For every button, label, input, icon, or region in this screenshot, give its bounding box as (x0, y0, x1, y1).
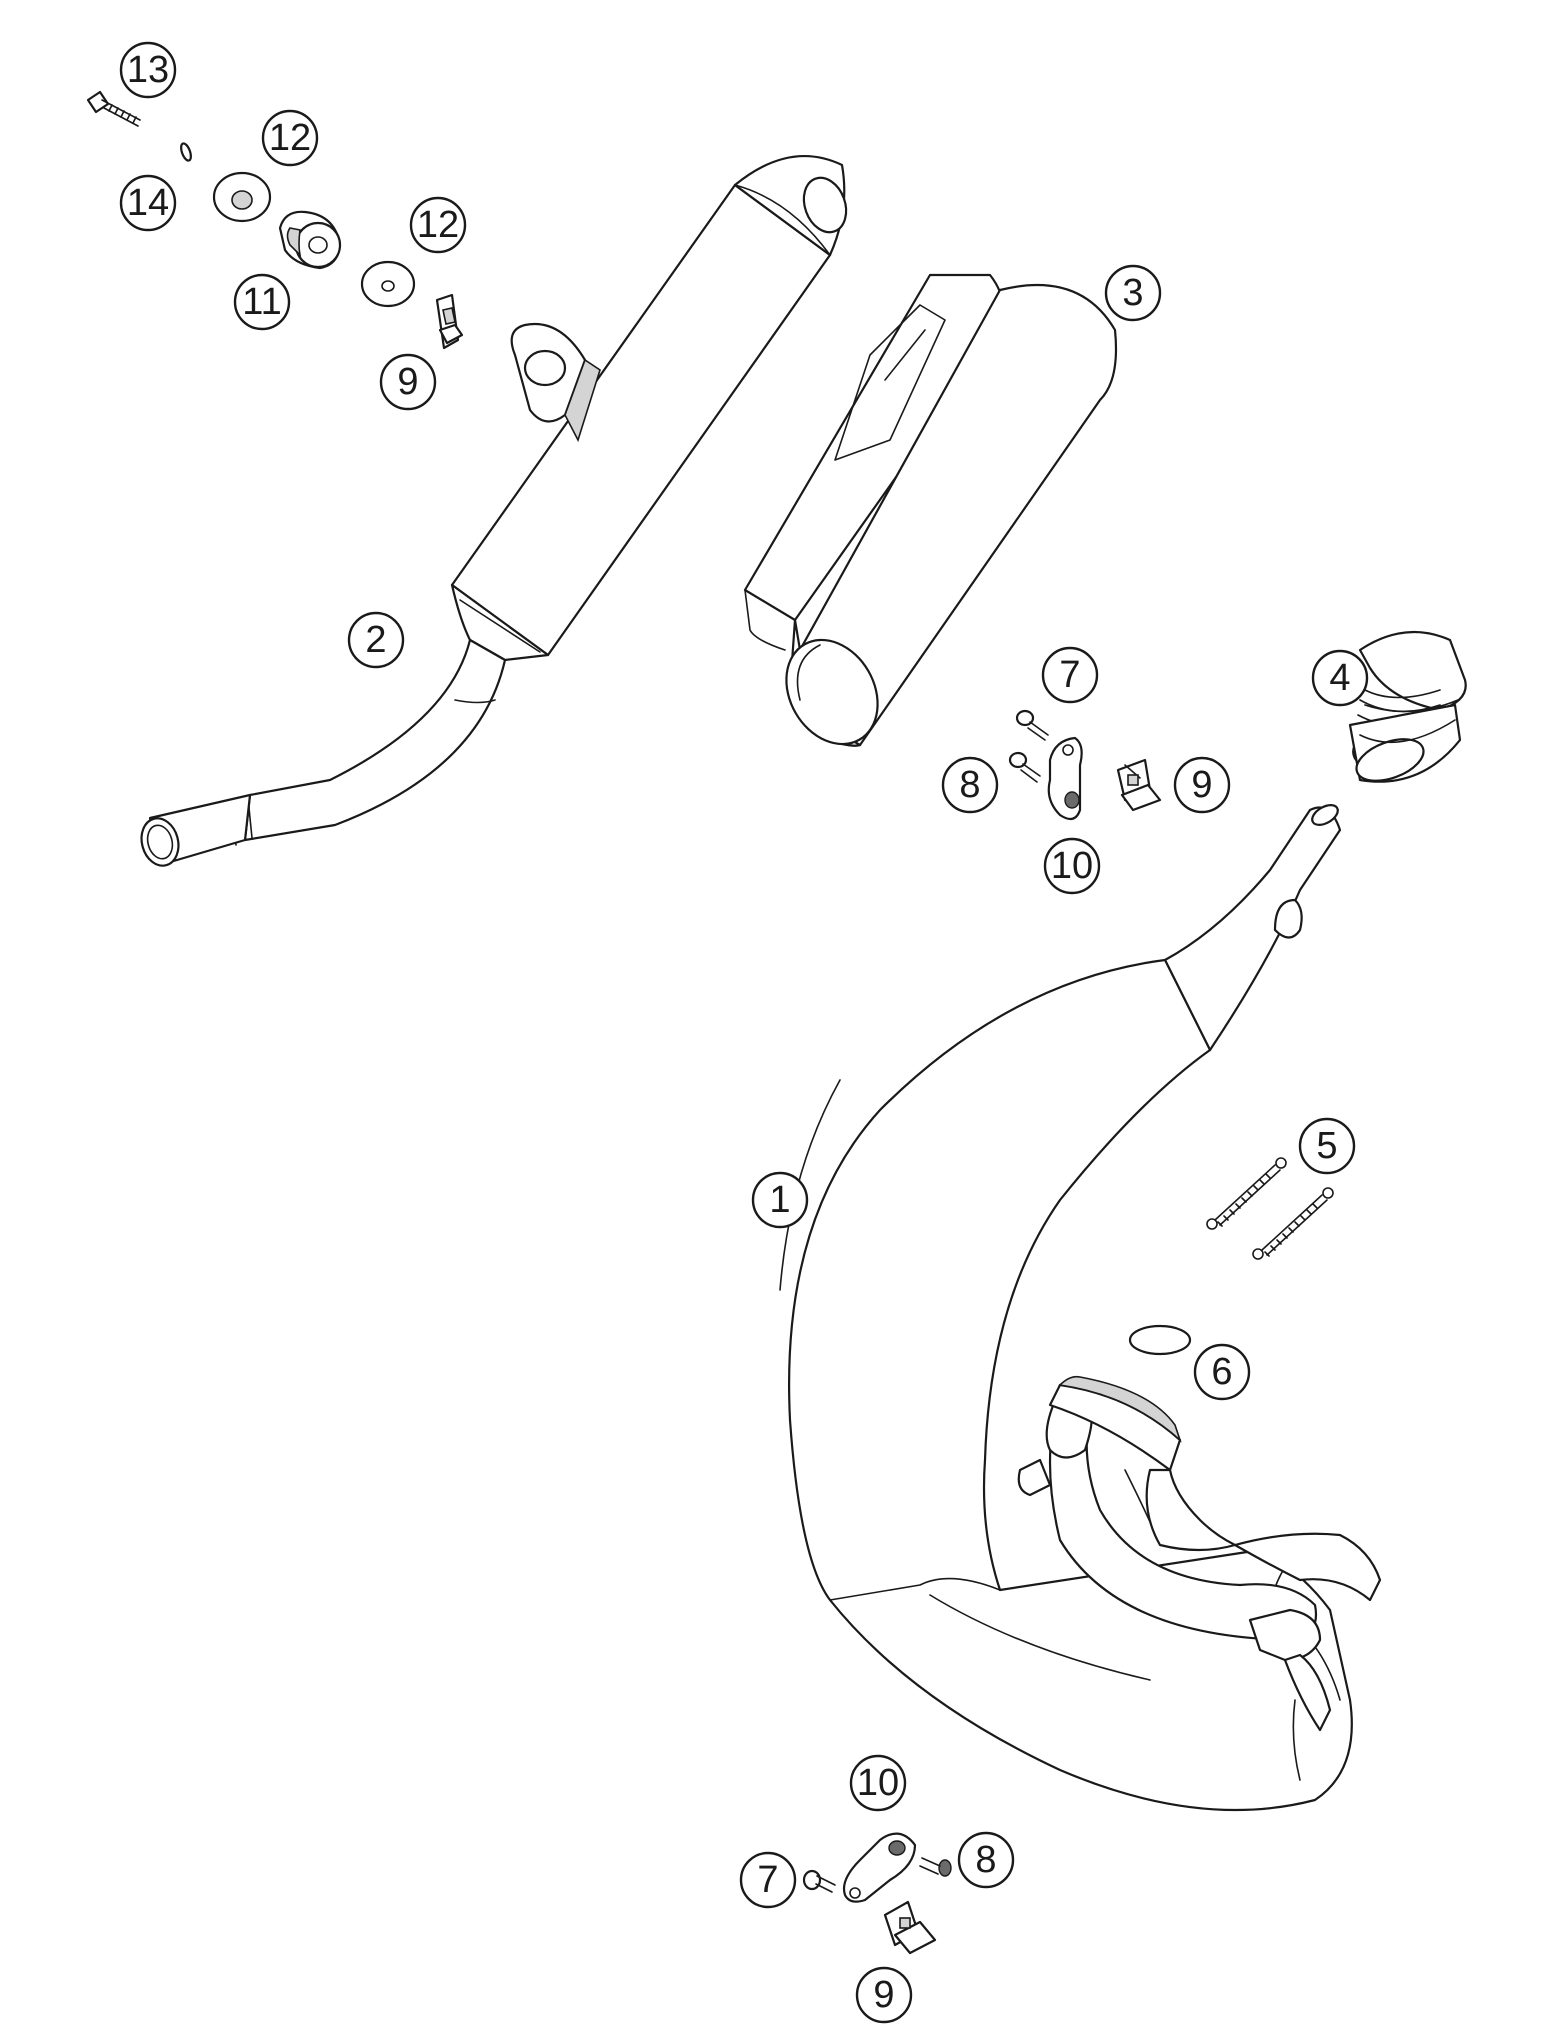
callout-label: 8 (975, 1839, 996, 1881)
callout-label: 10 (1051, 845, 1093, 887)
callout-12-lower: 12 (409, 196, 467, 254)
callout-10-lower: 10 (849, 1754, 907, 1812)
callout-14: 14 (119, 174, 177, 232)
screw-7-lower-part (802, 1869, 836, 1893)
callout-11: 11 (233, 273, 291, 331)
callout-label: 9 (1191, 764, 1212, 806)
springs-part (1206, 1157, 1334, 1260)
callout-5: 5 (1298, 1117, 1356, 1175)
screw-8-upper-part (1008, 751, 1041, 783)
callout-label: 5 (1316, 1125, 1337, 1167)
callout-label: 4 (1329, 657, 1350, 699)
callout-8-upper: 8 (941, 756, 999, 814)
callout-label: 9 (873, 1974, 894, 2016)
callout-9-upper: 9 (379, 353, 437, 411)
screw-7-upper-part (1015, 709, 1049, 741)
screw-13-part (86, 90, 141, 127)
callout-9-lower: 9 (855, 1966, 913, 2024)
callout-label: 7 (1059, 654, 1080, 696)
callout-2: 2 (347, 611, 405, 669)
clip-nut-9-middle-part (1116, 758, 1162, 812)
callout-4: 4 (1311, 649, 1369, 707)
callout-label: 9 (397, 361, 418, 403)
washer-12-upper-part (212, 171, 272, 223)
callout-9-middle: 9 (1173, 756, 1231, 814)
callout-6: 6 (1193, 1343, 1251, 1401)
exhaust-pipe-part (779, 804, 1382, 1812)
clip-nut-9-lower-part (883, 1900, 937, 1955)
callout-label: 2 (365, 619, 386, 661)
callout-label: 13 (127, 49, 169, 91)
callout-13: 13 (119, 41, 177, 99)
callout-8-lower: 8 (957, 1831, 1015, 1889)
callout-label: 12 (417, 204, 459, 246)
callout-label: 7 (757, 1859, 778, 1901)
callout-label: 1 (769, 1179, 790, 1221)
callout-7-lower: 7 (739, 1851, 797, 1909)
screw-8-lower-part (919, 1857, 952, 1877)
callout-label: 10 (857, 1762, 899, 1804)
callout-10-upper: 10 (1043, 837, 1101, 895)
callout-1: 1 (751, 1171, 809, 1229)
spring-upper (1206, 1157, 1287, 1230)
washer-12-lower-part (360, 260, 416, 308)
bracket-10-lower-part (842, 1832, 917, 1903)
callout-7-upper: 7 (1041, 646, 1099, 704)
heat-shield-part (743, 273, 1118, 747)
callout-label: 3 (1122, 272, 1143, 314)
callout-3: 3 (1104, 264, 1162, 322)
rubber-sleeve-part (1348, 630, 1467, 783)
callout-label: 11 (242, 281, 281, 323)
washer-14-part (180, 142, 192, 162)
callout-12-upper: 12 (261, 109, 319, 167)
grommet-11-part (278, 210, 342, 270)
gasket-part (1128, 1324, 1192, 1356)
callout-label: 12 (269, 117, 311, 159)
silencer-part (140, 155, 848, 867)
bracket-10-upper-part (1047, 736, 1083, 821)
callout-label: 6 (1211, 1351, 1232, 1393)
spring-lower (1252, 1187, 1334, 1260)
callout-label: 14 (127, 182, 169, 224)
callout-label: 8 (959, 764, 980, 806)
clip-nut-9-upper-part (435, 293, 464, 350)
